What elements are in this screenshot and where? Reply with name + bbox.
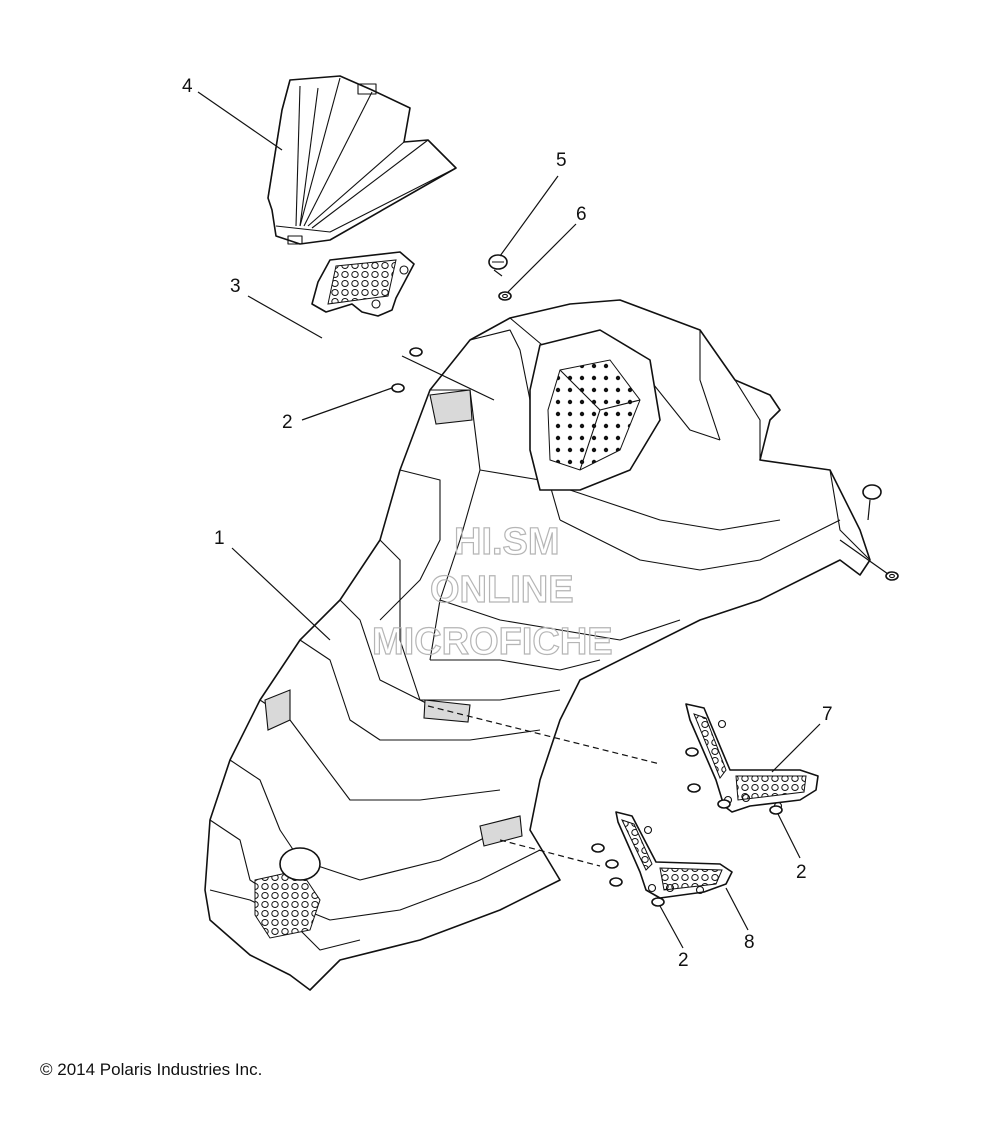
callout-5: 5	[556, 150, 567, 171]
callout-7: 7	[822, 704, 833, 725]
copyright-notice: © 2014 Polaris Industries Inc.	[40, 1060, 263, 1079]
fastener-part	[488, 254, 512, 301]
footrest-left-part	[615, 811, 733, 899]
callout-3: 3	[230, 276, 241, 297]
callout-2-right: 2	[796, 862, 807, 883]
watermark: HI.SM ONLINE MICROFICHE	[371, 520, 613, 663]
windshield-part	[267, 75, 457, 245]
callout-2-top: 2	[282, 412, 293, 433]
watermark-line-1: HI.SM	[454, 521, 560, 563]
footrest-right-part	[685, 703, 819, 813]
vent-grille-part	[311, 251, 415, 317]
watermark-line-3: MICROFICHE	[372, 621, 613, 663]
callout-4: 4	[182, 76, 193, 97]
washers	[391, 347, 783, 907]
callout-1: 1	[214, 528, 225, 549]
leader-lines	[197, 91, 889, 949]
callout-2-bottom: 2	[678, 950, 689, 971]
watermark-line-2: ONLINE	[430, 569, 574, 611]
callout-6: 6	[576, 204, 587, 225]
callout-8: 8	[744, 932, 755, 953]
side-fastener-part	[862, 484, 899, 581]
callouts: 4 5 6 3 2 1 7 2 8 2	[182, 76, 833, 971]
hood-panel-part	[204, 299, 871, 991]
